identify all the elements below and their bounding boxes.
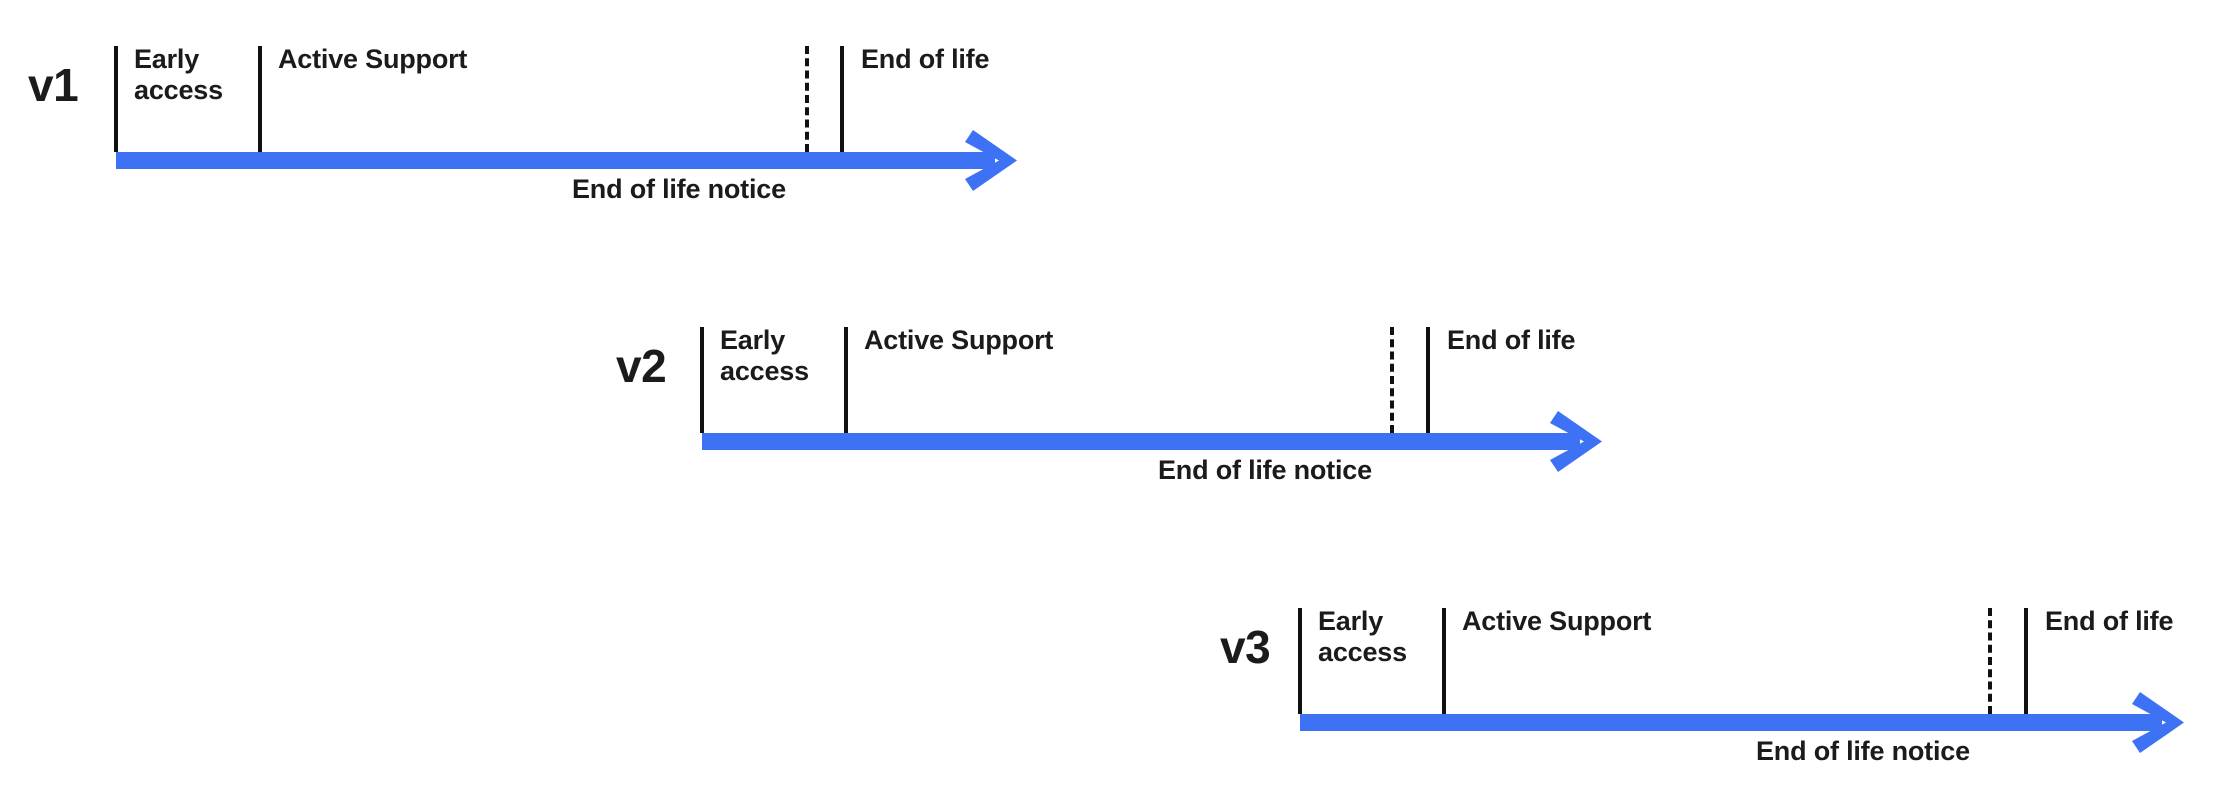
tick-end-of-life-v1 xyxy=(840,46,844,152)
phase-label-end-of-life-v2: End of life xyxy=(1447,325,1576,355)
tick-early-access-end-v2 xyxy=(844,327,848,433)
timeline-axis-bar-v2 xyxy=(702,433,1580,450)
timeline-arrowhead-v2 xyxy=(1550,411,1602,472)
phase-label-end-of-life-v3: End of life xyxy=(2045,606,2174,636)
tick-end-of-life-v3 xyxy=(2024,608,2028,714)
notice-label-v1: End of life notice xyxy=(572,174,786,204)
tick-start-v3 xyxy=(1298,608,1302,714)
tick-start-v2 xyxy=(700,327,704,433)
tick-early-access-end-v1 xyxy=(258,46,262,152)
tick-end-of-life-notice-v3 xyxy=(1988,608,1992,714)
notice-label-v2: End of life notice xyxy=(1158,455,1372,485)
tick-end-of-life-notice-v1 xyxy=(805,46,809,152)
version-label-v3: v3 xyxy=(1220,621,1271,673)
timeline-arrowhead-v1 xyxy=(965,130,1017,191)
phase-label-active-support-v3: Active Support xyxy=(1462,606,1652,636)
phase-label-early-access-v1: Early access xyxy=(134,44,223,105)
version-label-v2: v2 xyxy=(616,340,667,392)
notice-label-v3: End of life notice xyxy=(1756,736,1970,766)
phase-label-active-support-v1: Active Support xyxy=(278,44,468,74)
tick-early-access-end-v3 xyxy=(1442,608,1446,714)
phase-label-active-support-v2: Active Support xyxy=(864,325,1054,355)
timeline-axis-bar-v1 xyxy=(116,152,995,169)
phase-label-early-access-v3: Early access xyxy=(1318,606,1407,667)
tick-end-of-life-notice-v2 xyxy=(1390,327,1394,433)
phase-label-end-of-life-v1: End of life xyxy=(861,44,990,74)
timeline-axis-bar-v3 xyxy=(1300,714,2162,731)
timeline-arrowhead-v3 xyxy=(2132,692,2184,753)
version-label-v1: v1 xyxy=(28,59,79,111)
phase-label-early-access-v2: Early access xyxy=(720,325,809,386)
tick-start-v1 xyxy=(114,46,118,152)
tick-end-of-life-v2 xyxy=(1426,327,1430,433)
